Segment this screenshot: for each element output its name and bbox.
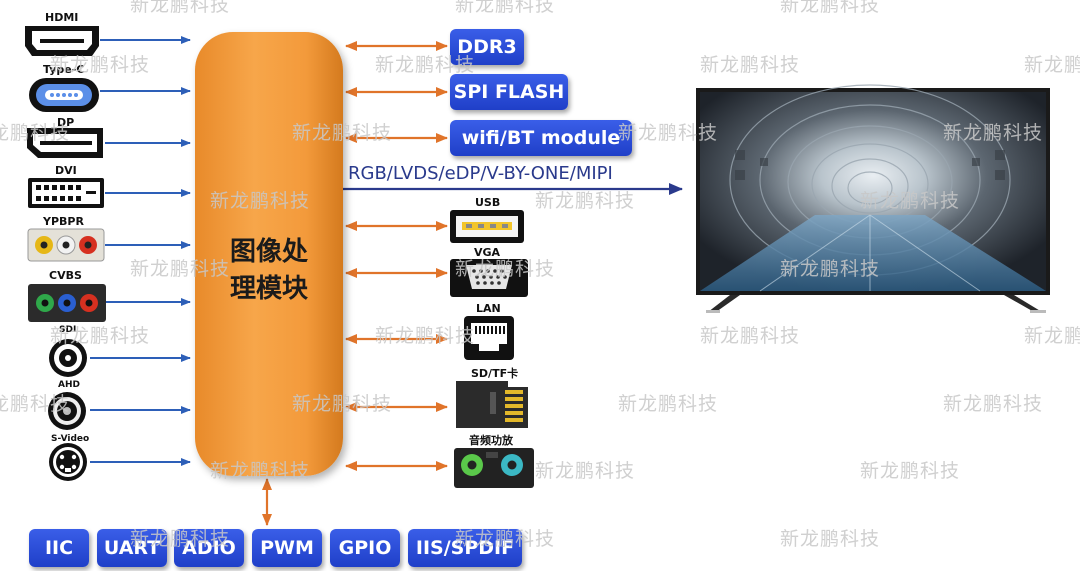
uart-box: UART [97, 529, 167, 567]
output-bus-label: RGB/LVDS/eDP/V-BY-ONE/MIPI [348, 163, 613, 184]
s-video-icon [49, 443, 87, 481]
s-video-label: S-Video [51, 434, 90, 444]
hdmi-label: HDMI [45, 11, 79, 24]
type-c-label: Type-C [43, 63, 85, 76]
bidirectional-arrows [262, 41, 448, 526]
ahd-label: AHD [58, 380, 80, 390]
core-label-line1: 图像处 [229, 237, 308, 267]
audio-amp-label: 音频功放 [469, 434, 513, 447]
sdi-bnc-icon [49, 339, 87, 377]
ypbpr-component-icon [27, 228, 105, 262]
type-c-port-icon [29, 78, 99, 112]
gpio-box: GPIO [330, 529, 400, 567]
television-display [696, 84, 1050, 313]
cvbs-label: CVBS [49, 269, 82, 282]
vga-port-icon [450, 259, 528, 297]
image-processing-module [195, 32, 343, 476]
ahd-bnc-icon [48, 392, 86, 430]
ddr3-box: DDR3 [450, 29, 524, 65]
audio-amplifier-icon [454, 448, 534, 488]
core-label-line2: 理模块 [229, 274, 308, 304]
sd-card-icon [456, 381, 528, 428]
pwm-box: PWM [252, 529, 322, 567]
image-processing-module-label: 图像处 理模块 [200, 234, 338, 308]
input-arrows [90, 36, 191, 466]
lan-rj45-icon [464, 316, 514, 360]
displayport-icon [27, 128, 103, 158]
dp-label: DP [57, 116, 75, 129]
cvbs-composite-icon [28, 284, 106, 322]
lan-label: LAN [476, 302, 501, 315]
hdmi-port-icon [25, 26, 99, 56]
usb-label: USB [475, 196, 501, 209]
iic-box: IIC [29, 529, 89, 567]
usb-port-icon [450, 210, 524, 243]
dvi-label: DVI [55, 164, 77, 177]
iis-spdif-box: IIS/SPDIF [408, 529, 522, 567]
spi-flash-box: SPI FLASH [450, 74, 568, 110]
sdi-label: SDI [59, 325, 77, 335]
wifi-bt-module-box: wifi/BT module [450, 120, 632, 156]
vga-label: VGA [474, 246, 501, 259]
ypbpr-label: YPBPR [43, 215, 84, 228]
sd-tf-card-label: SD/TF卡 [471, 367, 519, 380]
adio-box: ADIO [174, 529, 244, 567]
dvi-port-icon [28, 178, 104, 208]
